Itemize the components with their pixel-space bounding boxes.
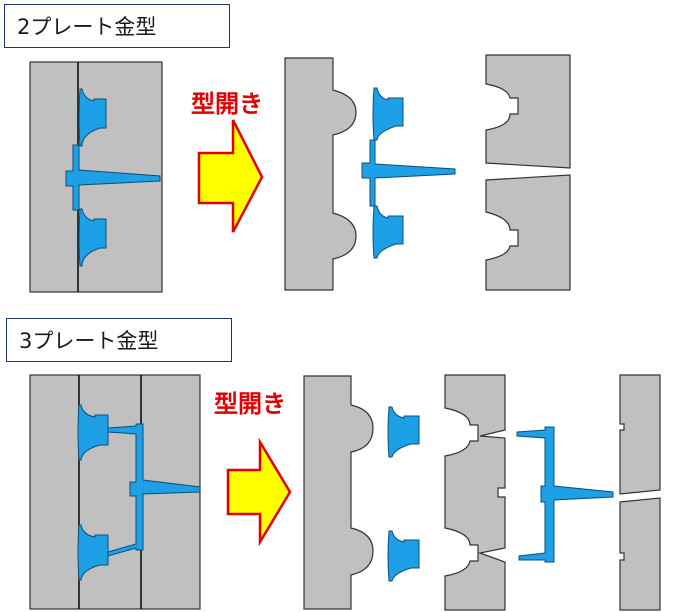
two-plate-open-mold [284,54,571,291]
moving-plate [485,54,571,169]
molded-cup [372,87,404,141]
two-plate-mold-title-text: 2プレート金型 [17,15,157,39]
runner-system [516,426,614,563]
runner-system [107,423,201,557]
three-plate-mold-title-text: 3プレート金型 [19,329,159,353]
mold-open-arrow-icon [226,437,292,547]
molded-cup [77,524,109,581]
stripper-plate [444,374,506,611]
molded-cup [387,530,420,582]
molded-cup [78,208,107,267]
molded-cup [77,404,109,461]
mold-open-arrow-icon [197,119,264,233]
moving-plate [619,374,661,495]
three-plate-mold-title: 3プレート金型 [6,318,232,362]
sprue-runner [361,139,456,207]
three-plate-closed-mold [29,374,201,610]
molded-cup [387,406,420,458]
two-plate-mold-title: 2プレート金型 [4,4,230,48]
moving-plate [485,174,571,291]
three-plate-open-mold [303,374,661,611]
mold-opening-label-3plate: 型開き [214,390,286,418]
moving-plate [619,497,661,611]
fixed-plate [303,375,374,610]
two-plate-closed-mold [29,61,163,293]
fixed-plate [284,57,357,291]
molded-cup [78,88,107,147]
mold-opening-label-2plate: 型開き [191,90,263,118]
sprue-runner [65,144,161,211]
molded-cup [372,205,404,259]
